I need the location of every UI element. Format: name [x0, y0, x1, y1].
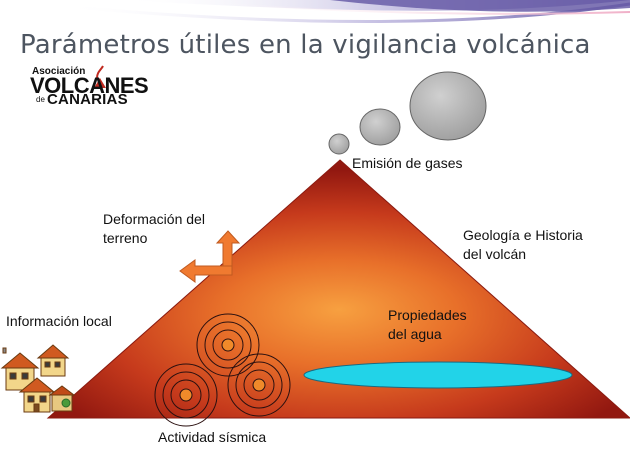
label-deformation-line1: Deformación del	[103, 211, 205, 227]
label-gas-emission: Emisión de gases	[352, 155, 463, 171]
seismic-rings-icon	[154, 313, 291, 427]
logo-line-volcanes: VOLCANES	[30, 73, 149, 98]
logo: Asociación VOLCANES de CANARIAS	[10, 66, 160, 112]
label-deformation-line2: terreno	[103, 230, 148, 246]
volcano-cone	[46, 159, 630, 419]
deformation-arrow-icon	[179, 230, 241, 283]
label-geology-line1: Geología e Historia	[463, 227, 583, 243]
label-geology-line2: del volcán	[463, 246, 527, 262]
houses-icon	[0, 344, 76, 413]
volcano-logo-icon	[94, 65, 106, 88]
label-water-properties: Propiedades del agua	[388, 306, 467, 344]
gas-clouds-icon	[328, 71, 487, 155]
logo-line-canarias: CANARIAS	[47, 91, 128, 108]
page-title: Parámetros útiles en la vigilancia volcá…	[20, 30, 591, 60]
logo-line-asociacion: Asociación	[32, 66, 86, 77]
label-water-line2: del agua	[388, 326, 442, 342]
label-deformation: Deformación del terreno	[103, 210, 205, 248]
label-water-line1: Propiedades	[388, 307, 467, 323]
label-local-info: Información local	[6, 313, 112, 329]
header-swoosh	[59, 0, 630, 23]
label-seismic-activity: Actividad sísmica	[158, 429, 267, 445]
water-body	[303, 361, 573, 389]
logo-line-de: de	[36, 95, 45, 104]
label-geology-history: Geología e Historia del volcán	[463, 226, 583, 264]
